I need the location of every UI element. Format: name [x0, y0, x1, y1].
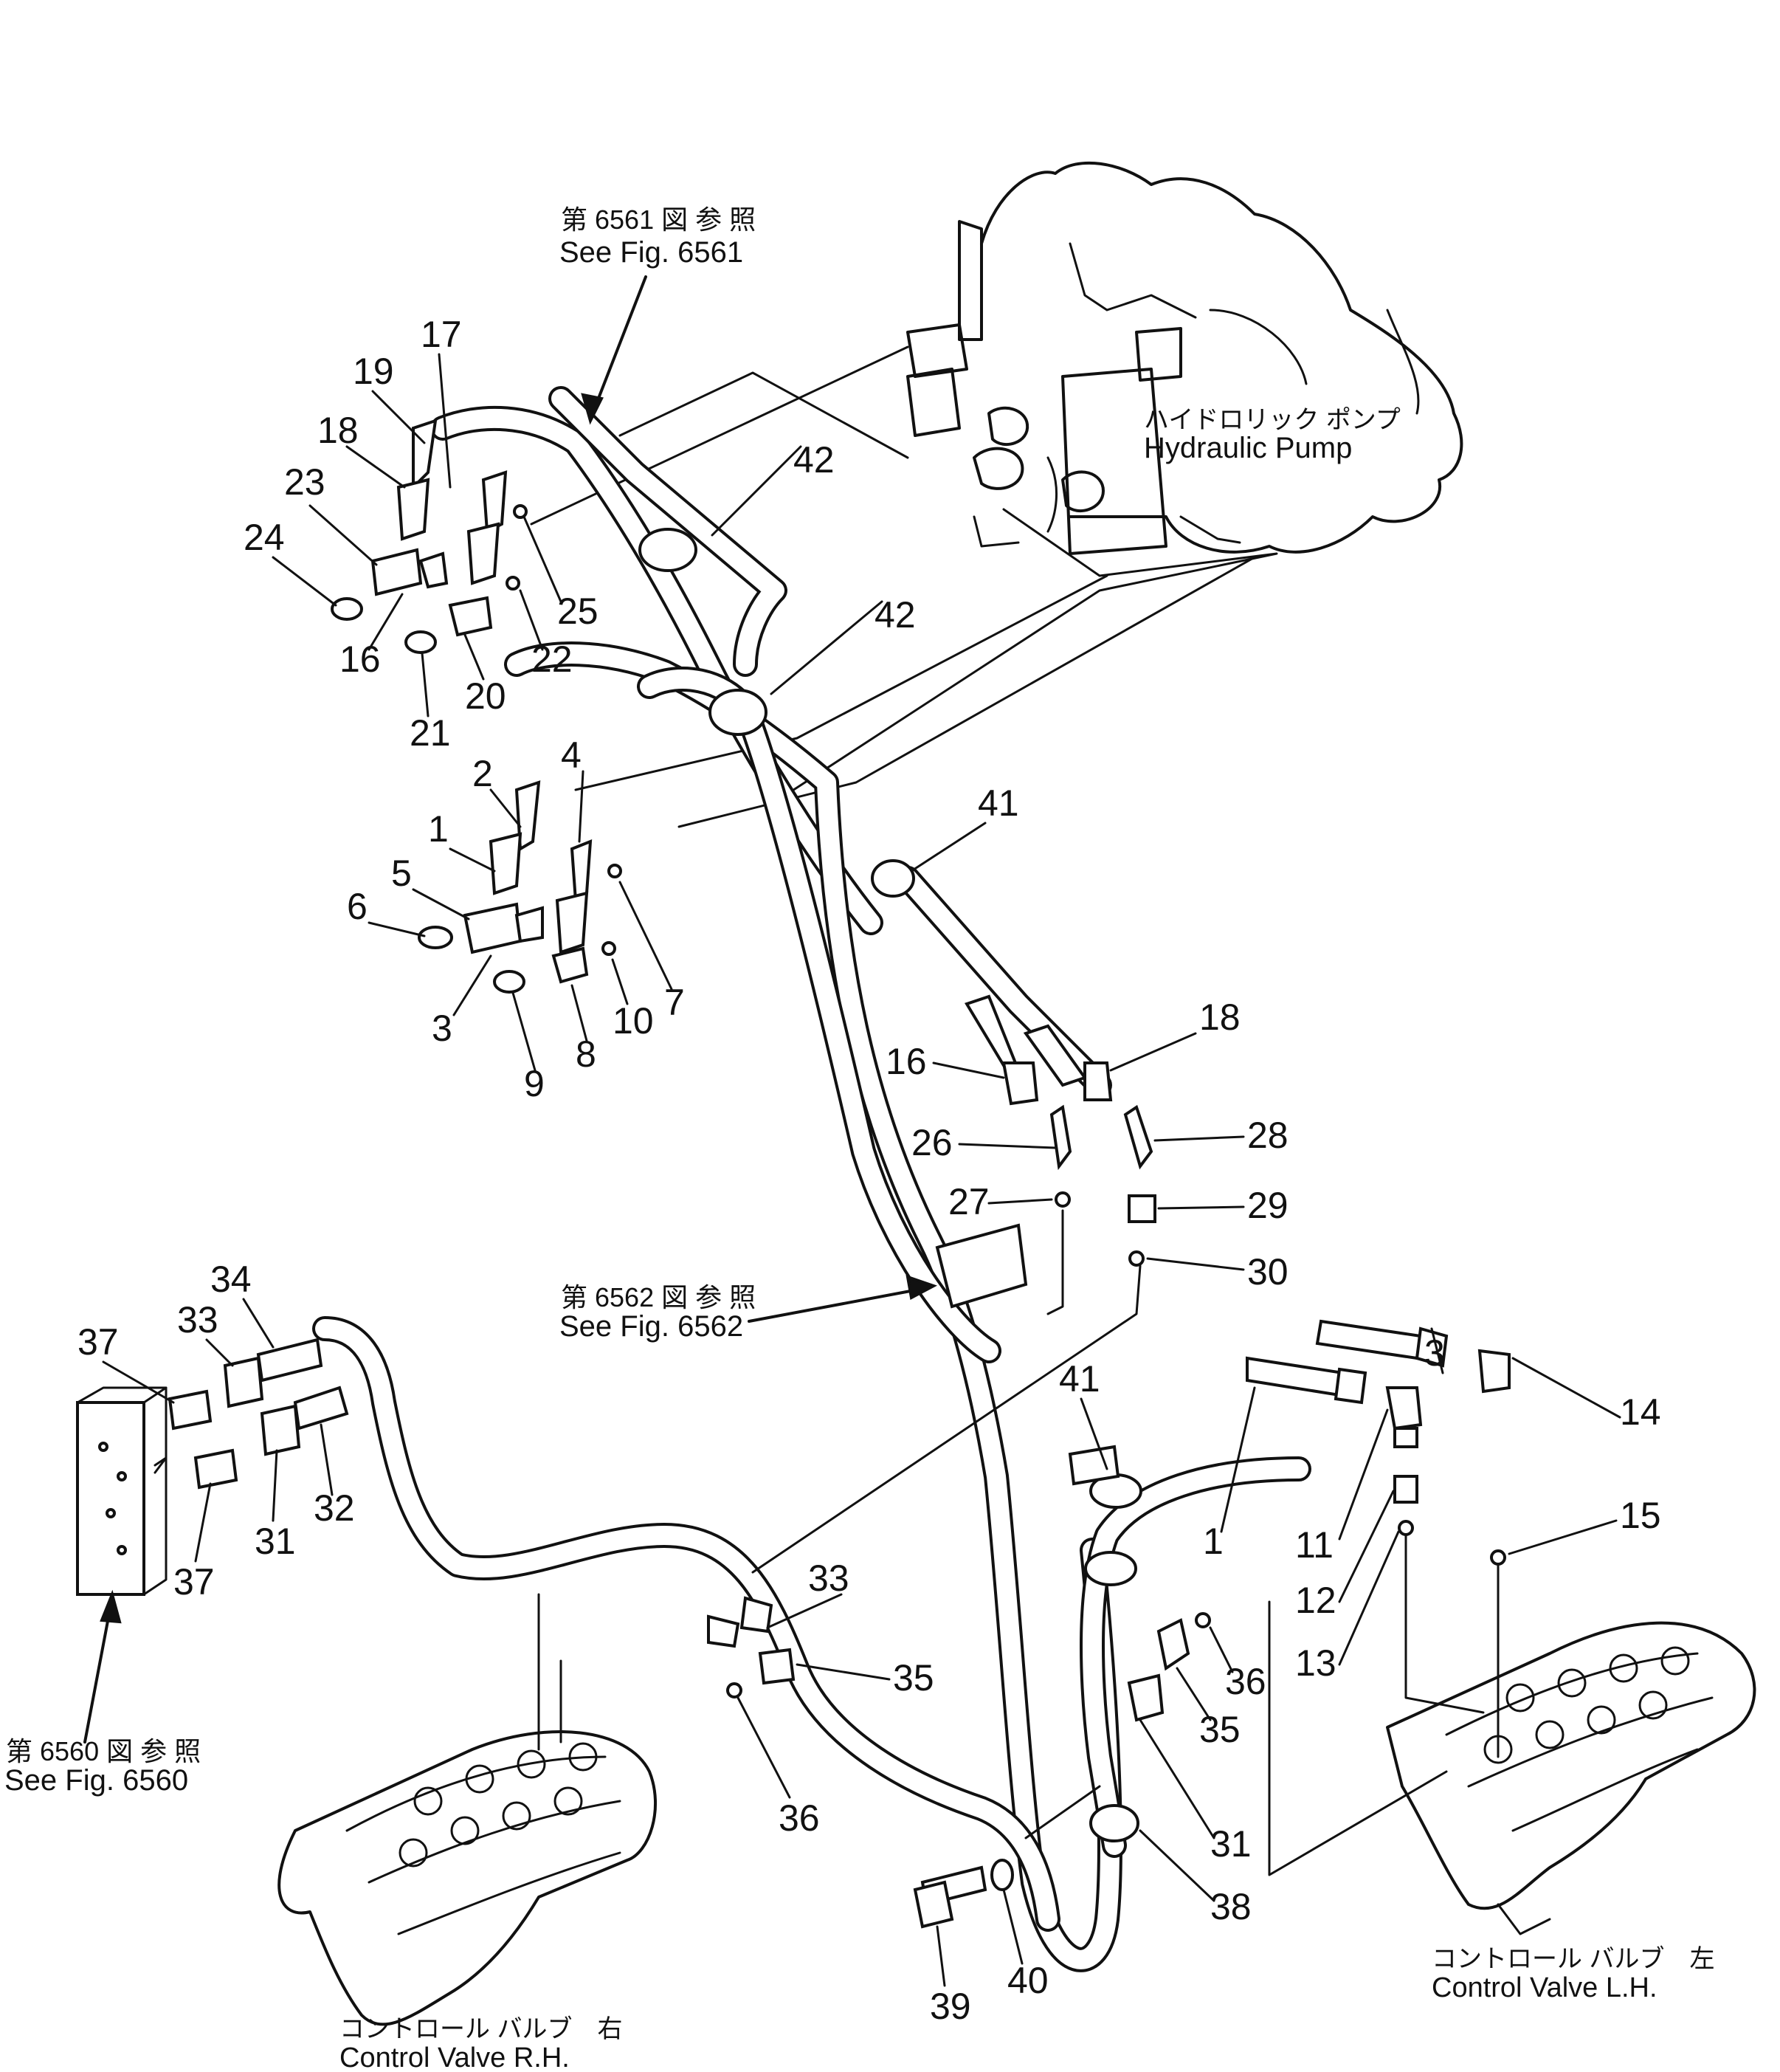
callout-34: 34	[210, 1259, 252, 1300]
clamps	[638, 528, 1142, 1842]
callout-leaders	[102, 353, 1621, 1987]
callout-1: 1	[428, 808, 449, 850]
callout-33-center: 33	[808, 1558, 849, 1599]
callout-22: 22	[531, 639, 573, 680]
callout-13: 13	[1295, 1642, 1336, 1684]
callout-21: 21	[410, 712, 451, 754]
callout-29: 29	[1247, 1185, 1289, 1226]
callout-14: 14	[1620, 1391, 1661, 1433]
callout-39: 39	[930, 1986, 971, 2027]
ref-6561-en: See Fig. 6561	[559, 236, 743, 269]
callout-35-right: 35	[1199, 1709, 1241, 1750]
callout-30: 30	[1247, 1251, 1289, 1293]
callout-26: 26	[911, 1122, 953, 1163]
callout-24: 24	[244, 517, 285, 558]
callout-5: 5	[391, 853, 412, 894]
callout-36-center: 36	[779, 1797, 820, 1839]
callout-6: 6	[347, 886, 368, 927]
callout-31-right: 31	[1210, 1823, 1252, 1865]
callout-40: 40	[1007, 1960, 1049, 2001]
clamp-41c	[1084, 1551, 1137, 1586]
callout-27: 27	[948, 1181, 990, 1222]
callout-2: 2	[472, 753, 493, 794]
callout-41-upper: 41	[978, 782, 1019, 824]
callout-33-left: 33	[177, 1299, 218, 1340]
callout-35-center: 35	[893, 1657, 934, 1698]
callout-36-right: 36	[1225, 1661, 1266, 1702]
valve-rh-label-en: Control Valve R.H.	[339, 2042, 570, 2072]
figure-references: 第 6561 図 参 照 See Fig. 6561 第 6562 図 参 照 …	[4, 204, 937, 1797]
callout-28: 28	[1247, 1115, 1289, 1156]
callout-3: 3	[432, 1008, 452, 1049]
callout-20: 20	[465, 675, 506, 717]
callout-18: 18	[317, 410, 359, 451]
callout-41-lower: 41	[1059, 1358, 1100, 1400]
control-valve-rh: コントロール バルブ 右 Control Valve R.H.	[277, 1593, 657, 2072]
callout-19: 19	[353, 351, 394, 392]
hydraulic-pump: ハイドロリック ポンプ Hydraulic Pump	[906, 161, 1463, 555]
pump-label-en: Hydraulic Pump	[1144, 432, 1352, 464]
callout-42-upper: 42	[793, 439, 835, 481]
callout-38: 38	[1210, 1886, 1252, 1927]
fittings-left	[76, 1338, 349, 1596]
callout-31-left: 31	[255, 1521, 296, 1562]
clamp-42a	[638, 528, 697, 572]
callout-11: 11	[1295, 1524, 1334, 1566]
fittings-right-middle	[751, 994, 1156, 1574]
callout-37-upper: 37	[77, 1321, 119, 1363]
callout-12: 12	[1295, 1580, 1336, 1621]
pump-label-jp: ハイドロリック ポンプ	[1144, 406, 1401, 434]
bolt-and-washer	[913, 1785, 1101, 1929]
valve-rh-label-jp: コントロール バルブ 右	[339, 2015, 622, 2043]
callout-17: 17	[421, 314, 462, 355]
ref-6560-jp: 第 6560 図 参 照	[6, 1736, 201, 1766]
ref-6560-en: See Fig. 6560	[4, 1764, 188, 1797]
clamp-41a	[871, 859, 915, 898]
callout-16: 16	[339, 639, 381, 680]
callout-18-right: 18	[1199, 997, 1241, 1038]
control-valve-lh: コントロール バルブ 左 Control Valve L.H.	[1386, 1621, 1756, 2003]
callout-numbers: 17 19 18 23 24 16 25 22 20 21 42 42 2 4 …	[77, 314, 1661, 2027]
ref-6562-en: See Fig. 6562	[559, 1310, 743, 1343]
clamp-38	[1089, 1804, 1139, 1842]
junction-block	[76, 1401, 145, 1596]
fittings-lower-right	[707, 1319, 1511, 1876]
clamp-6562	[935, 1223, 1028, 1309]
fittings-middle-left	[418, 780, 622, 994]
valve-lh-label-en: Control Valve L.H.	[1432, 1972, 1657, 2003]
fittings-upper-left	[331, 419, 528, 654]
callout-25: 25	[557, 591, 598, 632]
callout-1-right: 1	[1203, 1521, 1224, 1562]
callout-42-lower: 42	[875, 594, 916, 636]
ref-6561-jp: 第 6561 図 参 照	[561, 204, 756, 235]
callout-7: 7	[664, 982, 685, 1023]
valve-lh-label-jp: コントロール バルブ 左	[1432, 1945, 1714, 1973]
callout-15: 15	[1620, 1495, 1661, 1536]
bracket-41	[1068, 1445, 1120, 1486]
callout-37-lower: 37	[173, 1561, 215, 1603]
clamp-42b	[708, 689, 767, 736]
ref-6562-jp: 第 6562 図 参 照	[561, 1282, 756, 1312]
callout-16-right: 16	[886, 1041, 927, 1082]
callout-32: 32	[314, 1487, 355, 1529]
callout-4: 4	[561, 734, 582, 776]
callout-10: 10	[613, 1000, 654, 1042]
pump-reference-lines	[530, 345, 1278, 828]
callout-23: 23	[284, 461, 325, 503]
